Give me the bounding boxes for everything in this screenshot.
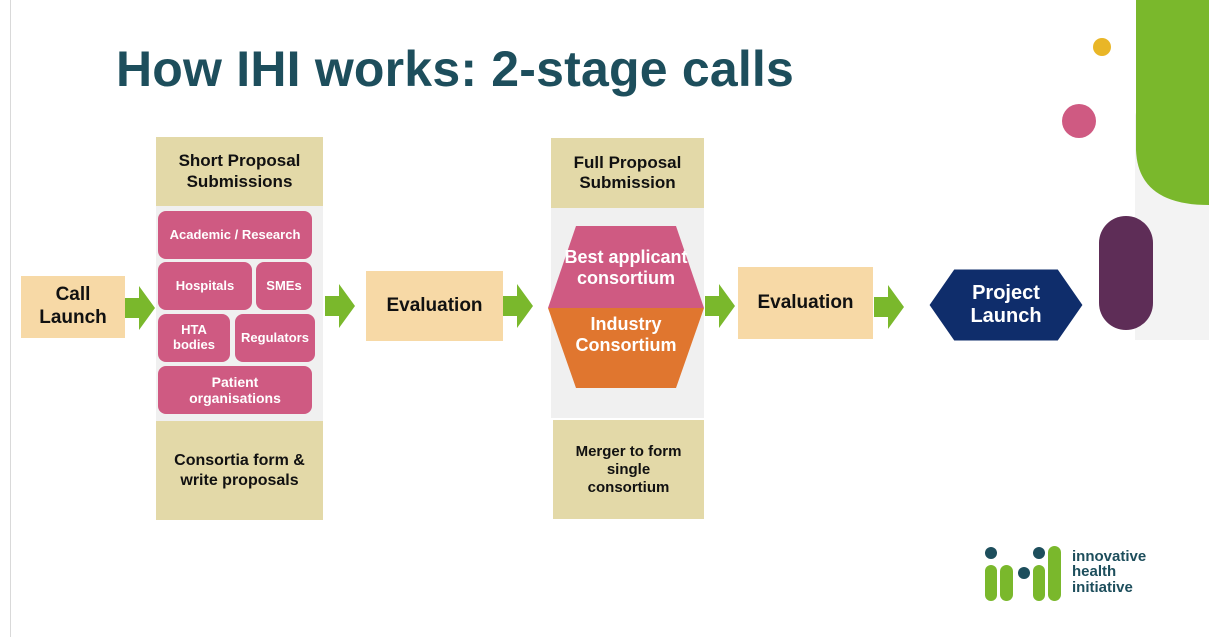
yellow-dot <box>1093 38 1111 56</box>
evaluation-box-1: Evaluation <box>366 271 503 341</box>
full-proposal-header: Full Proposal Submission <box>551 138 704 208</box>
decorative-shapes <box>1062 0 1209 340</box>
logo-line-3: initiative <box>1072 578 1133 596</box>
green-leaf-shape <box>1136 0 1209 205</box>
evaluation-box-2: Evaluation <box>738 267 873 339</box>
arrow-right-icon <box>874 285 904 329</box>
pink-dot <box>1062 104 1096 138</box>
industry-consortium-label: Industry Consortium <box>575 314 677 355</box>
call-launch-box: Call Launch <box>21 276 125 338</box>
short-proposal-header: Short Proposal Submissions <box>156 137 323 206</box>
best-applicant-shape <box>548 226 704 308</box>
actor-hospitals: Hospitals <box>158 262 252 310</box>
arrow-right-icon <box>503 284 533 328</box>
ihi-logo-text: innovative health initiative <box>1072 549 1146 595</box>
project-launch-hexagon <box>928 268 1084 342</box>
slide-title: How IHI works: 2-stage calls <box>116 41 795 97</box>
ihi-logo-mark <box>985 546 1061 601</box>
arrow-right-icon <box>125 286 155 330</box>
actor-regulators: Regulators <box>235 314 315 362</box>
actor-hta-bodies: HTA bodies <box>158 314 230 362</box>
actor-smes: SMEs <box>256 262 312 310</box>
logo-line-2: health <box>1072 563 1117 581</box>
logo-line-1: innovative <box>1072 548 1147 565</box>
arrow-right-icon <box>325 284 355 328</box>
actor-patient-organisations: Patient organisations <box>158 366 312 414</box>
purple-pill-shape <box>1099 216 1153 330</box>
consortium-hexagon <box>548 226 704 388</box>
full-proposal-footer: Merger to form single consortium <box>553 420 704 519</box>
project-launch-label: Project Launch <box>970 282 1042 327</box>
industry-consortium-shape <box>548 308 704 388</box>
slide-left-border <box>10 0 11 637</box>
actor-academic-research: Academic / Research <box>158 211 312 259</box>
best-applicant-label: Best applicant consortium <box>564 247 688 288</box>
short-proposal-footer: Consortia form & write proposals <box>156 421 323 520</box>
arrow-right-icon <box>705 284 735 328</box>
